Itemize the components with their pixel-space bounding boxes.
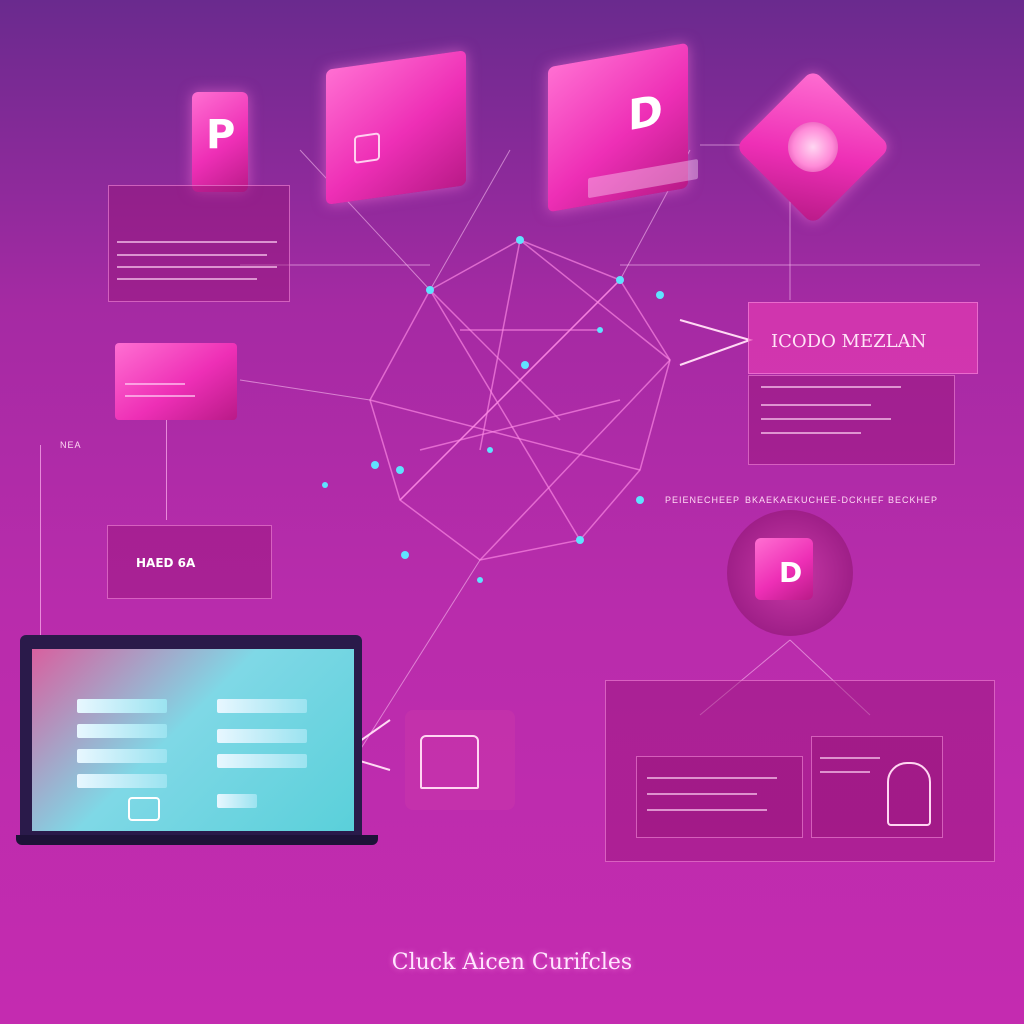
screen-field[interactable] (217, 699, 307, 713)
device-icon: D (755, 538, 813, 600)
d-glyph: D (628, 85, 663, 141)
text-line (820, 771, 870, 773)
laptop-base (16, 835, 378, 845)
connector (40, 445, 41, 635)
text-line (117, 241, 277, 243)
label-small: NEA (60, 440, 82, 450)
label-right-mid: PEIENECHEEP (665, 495, 741, 505)
text-line (761, 386, 901, 388)
server-box-icon[interactable]: D (548, 42, 698, 213)
right-header-title: ICODO MEZLAN (771, 331, 927, 352)
screen-field[interactable] (77, 774, 167, 788)
lock-icon (354, 132, 380, 164)
text-line (647, 809, 767, 811)
storage-box-icon[interactable] (326, 50, 466, 205)
text-line (761, 404, 871, 406)
right-text-panel (748, 375, 955, 465)
mid-left-title: HAED 6A (136, 556, 196, 570)
screen-field[interactable] (77, 699, 167, 713)
right-header-panel[interactable]: ICODO MEZLAN (748, 302, 978, 374)
device-glyph: D (779, 556, 803, 589)
doc-panel (636, 756, 803, 838)
laptop[interactable] (16, 635, 378, 845)
laptop-screen (32, 649, 354, 831)
screen-field[interactable] (217, 729, 307, 743)
text-line (647, 793, 757, 795)
card-mid-left[interactable]: HAED 6A (107, 525, 272, 599)
screen-field[interactable] (217, 754, 307, 768)
brain-icon (777, 111, 849, 183)
screen-field[interactable] (77, 724, 167, 738)
text-panel-top-left (108, 185, 290, 302)
device-node[interactable]: D (727, 510, 853, 636)
label-right-line: BKAEKAEKUCHEE-DCKHEF BECKHEP (745, 495, 939, 505)
p-glyph: P (206, 112, 236, 158)
layer (420, 735, 479, 789)
text-line (761, 418, 891, 420)
p-card-icon[interactable]: P (192, 92, 248, 192)
text-line (761, 432, 861, 434)
text-line (125, 395, 195, 397)
caption: Cluck Aicen Curifcles (391, 950, 633, 975)
tag-icon (128, 797, 160, 821)
layers-icon[interactable] (405, 710, 515, 810)
text-line (117, 266, 277, 268)
connector (166, 420, 167, 520)
text-line (647, 777, 777, 779)
text-line (820, 757, 880, 759)
screen-button[interactable] (217, 794, 257, 808)
text-line (117, 278, 257, 280)
person-icon (887, 762, 931, 826)
screen-field[interactable] (77, 749, 167, 763)
text-line (125, 383, 185, 385)
pink-card-left[interactable] (115, 343, 237, 420)
text-line (117, 254, 267, 256)
bottom-right-panel[interactable] (605, 680, 995, 862)
profile-panel (811, 736, 943, 838)
